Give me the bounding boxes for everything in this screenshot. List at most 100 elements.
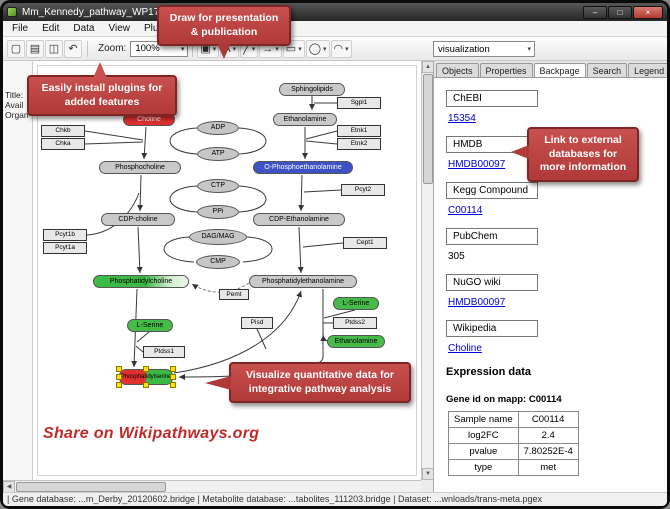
pathway-node-ppi[interactable]: PPi [197,205,239,219]
chevron-down-icon: ▾ [345,45,349,53]
selection-handle[interactable] [116,366,122,372]
statusbar: | Gene database: ...m_Derby_20120602.bri… [3,492,667,506]
maximize-button[interactable]: □ [608,5,632,19]
pathway-node-ptdss2[interactable]: Ptdss2 [333,317,377,329]
draw-callout-text: Draw for presentation & publication [169,12,279,38]
tab-legend[interactable]: Legend [628,63,667,77]
plugins-callout-text: Easily install plugins for added feature… [41,82,163,108]
menu-file[interactable]: File [12,22,29,34]
chevron-down-icon: ▾ [180,45,185,53]
pathway-node-cept1[interactable]: Cept1 [343,237,387,249]
pathway-node-ctp[interactable]: CTP [197,179,239,193]
selection-handle[interactable] [170,374,176,380]
scrollbar-corner [421,480,433,492]
pathway-node-etnk1[interactable]: Etnk1 [337,125,381,137]
pathway-node-pcyt1b[interactable]: Pcyt1b [43,229,87,241]
pathway-node-pemt[interactable]: Pemt [219,289,249,300]
selection-handle[interactable] [170,366,176,372]
pathway-node-l-serine[interactable]: L-Serine [127,319,173,332]
menu-edit[interactable]: Edit [42,22,60,34]
visualize-callout: Visualize quantitative data for integrat… [205,362,411,404]
arc-tool-button[interactable]: ◠▾ [330,39,352,58]
kegg-compound-value[interactable]: C00114 [448,205,483,216]
pathway-node-adp[interactable]: ADP [197,121,239,135]
titlebar[interactable]: Mm_Kennedy_pathway_WP1771_45176.gpml – □… [3,3,667,21]
close-button[interactable]: × [633,5,663,19]
chebi-header: ChEBI [446,90,538,107]
expression-cell: met [517,459,579,476]
menu-data[interactable]: Data [73,22,95,34]
tab-properties[interactable]: Properties [479,63,533,77]
chevron-down-icon: ▾ [298,45,302,53]
pathway-node-dag-mag[interactable]: DAG/MAG [189,229,247,245]
visualization-combobox[interactable]: visualization ▾ [433,41,535,57]
new-file-button[interactable]: ▢ [7,39,25,58]
wikipedia-header: Wikipedia [446,320,538,337]
tab-search[interactable]: Search [586,63,628,77]
pathway-node-o-phosphoethanolamine[interactable]: O-Phosphoethanolamine [253,161,353,174]
callout-arrow-left-icon [511,145,529,159]
pathway-node-etnk2[interactable]: Etnk2 [337,138,381,150]
selection-handle[interactable] [143,382,149,388]
pathway-node-l-serine[interactable]: L-Serine [333,297,379,310]
horizontal-scroll-thumb[interactable] [16,481,166,492]
tab-objects[interactable]: Objects [436,63,479,77]
save-icon: ◫ [48,43,60,55]
datanode-tool-icon: ▣ [200,43,211,55]
draw-callout: Draw for presentation & publication [157,5,291,60]
pathway-node-phosphocholine[interactable]: Phosphocholine [99,161,181,174]
chevron-down-icon: ▾ [323,45,327,53]
arc-tool-icon: ◠ [333,43,344,55]
arrow-tool-icon: → [262,42,274,55]
zoom-value: 100% [135,43,160,54]
pathway-node-ethanolamine[interactable]: Ethanolamine [327,335,385,348]
ellipse-tool-button[interactable]: ◯▾ [305,39,330,58]
wikipedia-value[interactable]: Choline [448,343,482,354]
toolbar: ▢▤◫↶ Zoom: 100% ▾ ▣▾A▾╱▾→▾▭▾◯▾◠▾ visuali… [3,37,667,61]
pubchem-header: PubChem [446,228,538,245]
pathway-node-pcyt1a[interactable]: Pcyt1a [43,242,87,254]
save-button[interactable]: ◫ [45,39,63,58]
drawing-board-border [37,65,417,476]
pathway-node-cdp-choline[interactable]: CDP-choline [101,213,175,226]
pathway-node-atp[interactable]: ATP [197,147,239,161]
selection-handle[interactable] [116,374,122,380]
pathway-node-phosphatidylcholine[interactable]: Phosphatidylcholine [93,275,189,288]
hmdb-value[interactable]: HMDB00097 [448,159,506,170]
pathway-node-pisd[interactable]: Pisd [241,317,273,329]
ellipse-tool-icon: ◯ [308,43,322,55]
pathway-node-pcyt2[interactable]: Pcyt2 [341,184,385,196]
selection-handle[interactable] [170,382,176,388]
pathway-node-chka[interactable]: Chka [41,138,85,150]
pathway-node-ethanolamine[interactable]: Ethanolamine [273,113,337,126]
pathway-node-phosphatidylethanolamine[interactable]: Phosphatidylethanolamine [249,275,357,288]
pathway-node-cdp-ethanolamine[interactable]: CDP-Ethanolamine [253,213,345,226]
tab-backpage[interactable]: Backpage [533,63,586,77]
pathway-node-chkb[interactable]: Chkb [41,125,85,137]
pathway-node-sgpl1[interactable]: Sgpl1 [337,97,381,109]
horizontal-scrollbar[interactable]: ◀ [3,480,421,493]
vertical-scrollbar[interactable]: ▲ ▼ [421,61,434,480]
minimize-button[interactable]: – [583,5,607,19]
chebi-value[interactable]: 15354 [448,113,476,124]
menu-view[interactable]: View [108,22,130,34]
pathway-node-ptdss1[interactable]: Ptdss1 [143,346,185,358]
selection-handle[interactable] [143,366,149,372]
pathway-node-sphingolipids[interactable]: Sphingolipids [279,83,345,96]
chevron-down-icon: ▾ [527,46,531,53]
open-folder-icon: ▤ [29,43,41,55]
nugo-wiki-value[interactable]: HMDB00097 [448,297,506,308]
toolbar-separator [87,40,88,57]
pathway-node-cmp[interactable]: CMP [196,255,240,269]
undo-button[interactable]: ↶ [64,39,82,58]
vertical-scroll-thumb[interactable] [423,74,433,184]
expression-cell: log2FC [448,427,519,444]
open-folder-button[interactable]: ▤ [26,39,44,58]
file-toolbar-group: ▢ ▤ ◫ ↶ [7,39,83,58]
selection-handle[interactable] [116,382,122,388]
menubar: FileEditDataViewPluginsHelp [3,21,667,37]
info-label: Avail [5,100,24,110]
scroll-left-icon[interactable]: ◀ [3,480,15,493]
